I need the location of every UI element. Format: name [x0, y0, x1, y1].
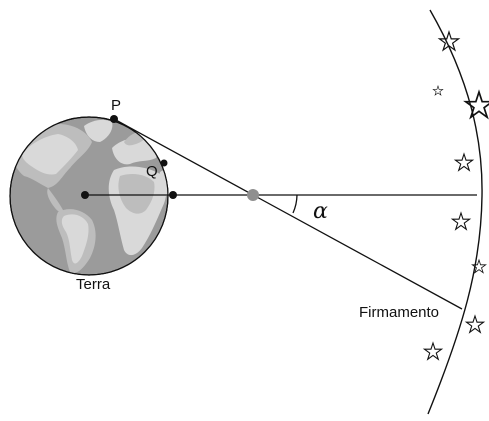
- earth-continents: [13, 119, 168, 274]
- star-outline-icon: [466, 316, 483, 332]
- earth-center-marker: [81, 191, 89, 199]
- label-p: P: [111, 97, 121, 114]
- point-q-marker: [160, 159, 168, 167]
- label-angle-alpha: α: [313, 199, 328, 224]
- point-p-marker: [110, 115, 118, 123]
- earth-outline: [9, 116, 169, 276]
- star-outline-icon: [455, 154, 472, 170]
- intersection-marker: [247, 189, 259, 201]
- label-q: Q: [146, 163, 158, 180]
- star-outline-icon: [433, 86, 443, 95]
- surface-point-marker: [169, 191, 177, 199]
- p-to-firmament-line: [113, 118, 463, 310]
- firmament-arc: [427, 9, 483, 415]
- label-earth: Terra: [76, 276, 111, 293]
- angle-alpha-arc: [292, 194, 298, 214]
- earth-globe: [9, 116, 169, 276]
- star-outline-icon: [466, 92, 489, 117]
- star-outline-icon: [424, 343, 441, 359]
- label-firmament: Firmamento: [359, 304, 439, 321]
- star-outline-icon: [452, 213, 469, 229]
